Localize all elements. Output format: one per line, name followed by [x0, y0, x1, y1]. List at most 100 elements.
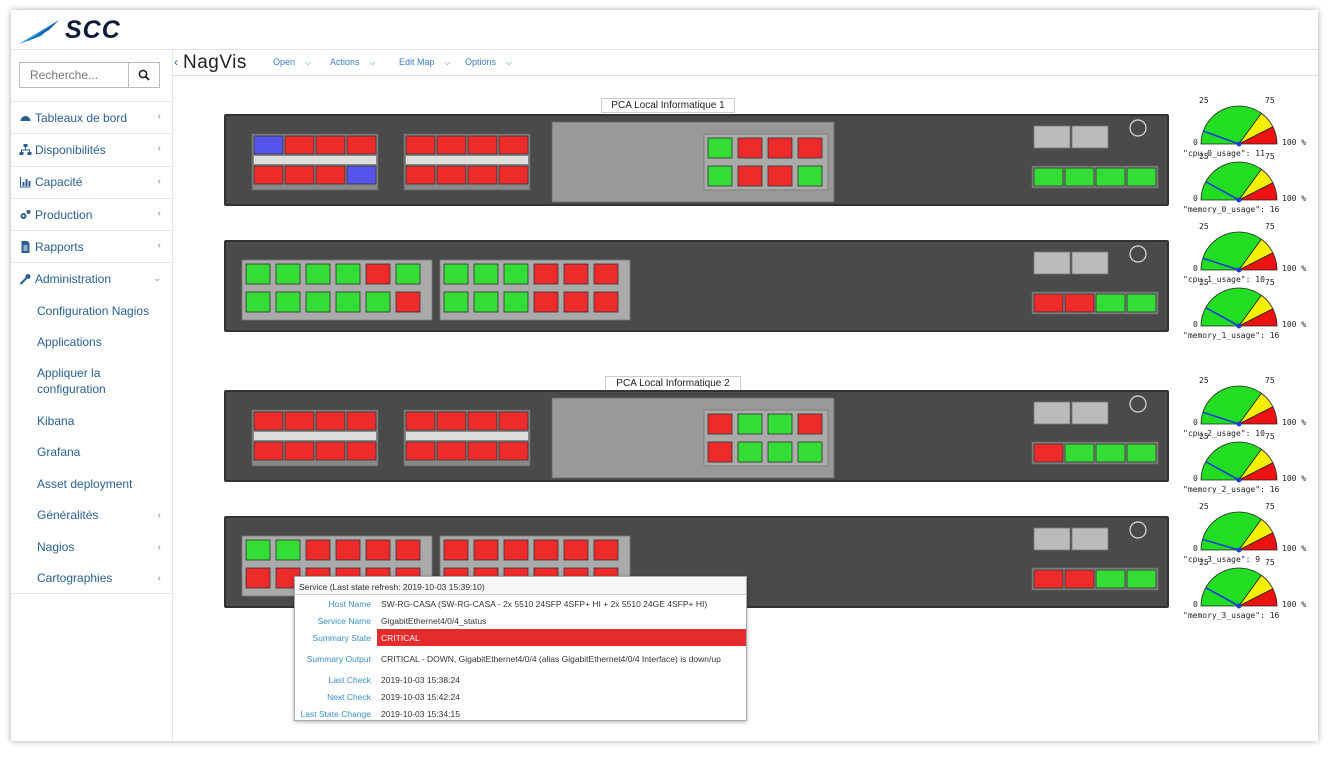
uplink-port[interactable]	[1064, 167, 1095, 187]
rj45-port[interactable]	[365, 291, 391, 313]
sidebar-item-disponibilites[interactable]: Disponibilités ‹	[11, 133, 173, 165]
rj45-port[interactable]	[707, 137, 733, 159]
rj45-port[interactable]	[365, 263, 391, 285]
rj45-port[interactable]	[245, 567, 271, 589]
rj45-port[interactable]	[593, 539, 619, 561]
port[interactable]	[284, 135, 315, 155]
rj45-port[interactable]	[593, 263, 619, 285]
rj45-port[interactable]	[767, 413, 793, 435]
sidebar-item-rapports[interactable]: Rapports ‹	[11, 230, 173, 262]
rj45-port[interactable]	[305, 263, 331, 285]
rj45-port[interactable]	[797, 413, 823, 435]
rj45-port[interactable]	[593, 291, 619, 313]
uplink-port[interactable]	[1033, 167, 1064, 187]
rj45-port[interactable]	[335, 539, 361, 561]
port[interactable]	[315, 165, 346, 185]
rj45-port[interactable]	[365, 539, 391, 561]
port[interactable]	[498, 165, 529, 185]
search-input[interactable]	[19, 62, 128, 88]
sidebar-item-administration[interactable]: Administration ⌄	[11, 262, 173, 294]
switch-faceplate[interactable]	[224, 240, 1169, 332]
rj45-port[interactable]	[473, 291, 499, 313]
rj45-port[interactable]	[473, 263, 499, 285]
mgmt-port[interactable]	[1033, 401, 1071, 425]
rj45-port[interactable]	[707, 441, 733, 463]
rj45-port[interactable]	[797, 137, 823, 159]
port[interactable]	[346, 411, 377, 431]
collapse-sidebar-icon[interactable]: ‹	[174, 55, 178, 69]
port[interactable]	[253, 441, 284, 461]
rj45-port[interactable]	[797, 165, 823, 187]
console-port[interactable]	[1071, 125, 1109, 149]
rj45-port[interactable]	[533, 539, 559, 561]
sidebar-subitem-generalites[interactable]: Généralités‹	[11, 499, 173, 531]
rj45-port[interactable]	[767, 441, 793, 463]
rj45-port[interactable]	[503, 291, 529, 313]
rj45-port[interactable]	[563, 263, 589, 285]
sidebar-item-tableaux-de-bord[interactable]: Tableaux de bord ‹	[11, 101, 173, 133]
rj45-port[interactable]	[533, 291, 559, 313]
sidebar-item-capacite[interactable]: Capacité ‹	[11, 165, 173, 198]
port[interactable]	[346, 165, 377, 185]
rj45-port[interactable]	[473, 539, 499, 561]
sidebar-subitem-appliquer-la-configuration[interactable]: Appliquer la configuration	[11, 358, 173, 405]
rj45-port[interactable]	[797, 441, 823, 463]
uplink-port[interactable]	[1064, 293, 1095, 313]
rj45-port[interactable]	[305, 291, 331, 313]
uplink-port[interactable]	[1095, 443, 1126, 463]
port[interactable]	[253, 165, 284, 185]
sidebar-subitem-nagios[interactable]: Nagios‹	[11, 531, 173, 563]
uplink-port[interactable]	[1033, 443, 1064, 463]
rj45-port[interactable]	[275, 291, 301, 313]
scc-logo[interactable]: SCC	[19, 16, 159, 46]
port[interactable]	[467, 441, 498, 461]
console-port[interactable]	[1071, 527, 1109, 551]
port[interactable]	[405, 165, 436, 185]
switch-faceplate[interactable]	[224, 390, 1169, 482]
port[interactable]	[498, 411, 529, 431]
uplink-port[interactable]	[1126, 167, 1157, 187]
port[interactable]	[405, 135, 436, 155]
port[interactable]	[436, 165, 467, 185]
uplink-port[interactable]	[1126, 293, 1157, 313]
uplink-port[interactable]	[1126, 569, 1157, 589]
rj45-port[interactable]	[737, 441, 763, 463]
uplink-port[interactable]	[1095, 167, 1126, 187]
uplink-port[interactable]	[1033, 293, 1064, 313]
rj45-port[interactable]	[737, 413, 763, 435]
port[interactable]	[436, 411, 467, 431]
rj45-port[interactable]	[245, 263, 271, 285]
uplink-port[interactable]	[1095, 569, 1126, 589]
sidebar-subitem-asset-deployment[interactable]: Asset deployment	[11, 468, 173, 500]
rj45-port[interactable]	[767, 137, 793, 159]
rj45-port[interactable]	[395, 263, 421, 285]
port[interactable]	[253, 135, 284, 155]
rj45-port[interactable]	[275, 539, 301, 561]
uplink-port[interactable]	[1126, 443, 1157, 463]
rj45-port[interactable]	[245, 291, 271, 313]
rj45-port[interactable]	[707, 413, 733, 435]
rj45-port[interactable]	[245, 539, 271, 561]
mgmt-port[interactable]	[1033, 251, 1071, 275]
rj45-port[interactable]	[533, 263, 559, 285]
uplink-port[interactable]	[1064, 443, 1095, 463]
rj45-port[interactable]	[503, 539, 529, 561]
port[interactable]	[284, 441, 315, 461]
port[interactable]	[284, 411, 315, 431]
menu-options[interactable]: Options⌵	[465, 57, 512, 68]
rj45-port[interactable]	[395, 291, 421, 313]
rj45-port[interactable]	[395, 539, 421, 561]
rj45-port[interactable]	[443, 291, 469, 313]
uplink-port[interactable]	[1033, 569, 1064, 589]
port[interactable]	[405, 441, 436, 461]
uplink-port[interactable]	[1095, 293, 1126, 313]
mgmt-port[interactable]	[1033, 527, 1071, 551]
menu-edit-map[interactable]: Edit Map⌵	[399, 57, 451, 68]
sidebar-subitem-cartographies[interactable]: Cartographies‹	[11, 562, 173, 594]
port[interactable]	[467, 411, 498, 431]
port[interactable]	[315, 411, 346, 431]
